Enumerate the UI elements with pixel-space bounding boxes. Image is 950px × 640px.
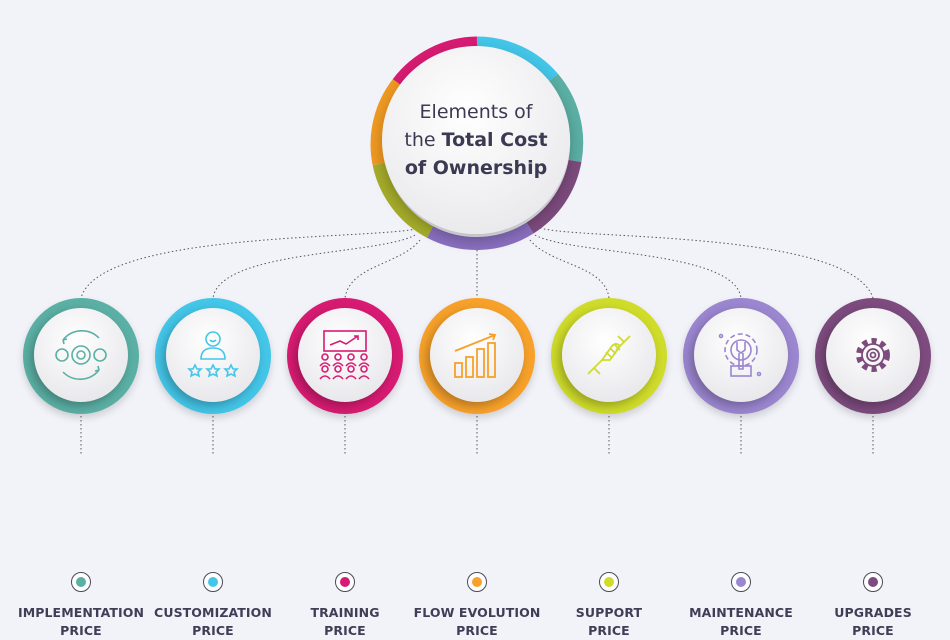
- title-line-2-bold: Total Cost: [441, 129, 548, 151]
- item-ring: [815, 298, 931, 414]
- connector-support: [529, 239, 610, 299]
- item-ring: [551, 298, 667, 414]
- item-ring: [23, 298, 139, 414]
- page-title: Elements of the Total Cost of Ownership: [382, 46, 570, 234]
- item-ring: [155, 298, 271, 414]
- item-marker: [203, 572, 223, 592]
- item-ring: [419, 298, 535, 414]
- title-hub: Elements of the Total Cost of Ownership: [370, 36, 584, 250]
- title-line-3: of Ownership: [404, 157, 548, 179]
- item-ring: [287, 298, 403, 414]
- wrench-gear-icon: [718, 333, 762, 377]
- connector-maintenance: [534, 234, 742, 299]
- connector-upgrades: [539, 227, 874, 299]
- item-marker: [71, 572, 91, 592]
- title-line-2-prefix: the: [404, 129, 442, 151]
- item-ring: [683, 298, 799, 414]
- gears-cycle-icon: [55, 330, 107, 380]
- title-line-1: Elements of: [419, 101, 533, 123]
- item-marker: [731, 572, 751, 592]
- hub-ring: [370, 36, 584, 250]
- item-marker: [467, 572, 487, 592]
- gear-icon: [856, 338, 890, 372]
- item-marker: [863, 572, 883, 592]
- user-rating-icon: [187, 331, 239, 378]
- item-marker: [599, 572, 619, 592]
- growth-chart-icon: [454, 333, 497, 378]
- connector-implementation: [80, 227, 421, 299]
- item-marker: [335, 572, 355, 592]
- connector-customization: [212, 234, 416, 299]
- connector-training: [344, 239, 421, 299]
- handshake-icon: [587, 335, 631, 375]
- connector-lines: [80, 227, 874, 456]
- presentation-audience-icon: [319, 330, 370, 380]
